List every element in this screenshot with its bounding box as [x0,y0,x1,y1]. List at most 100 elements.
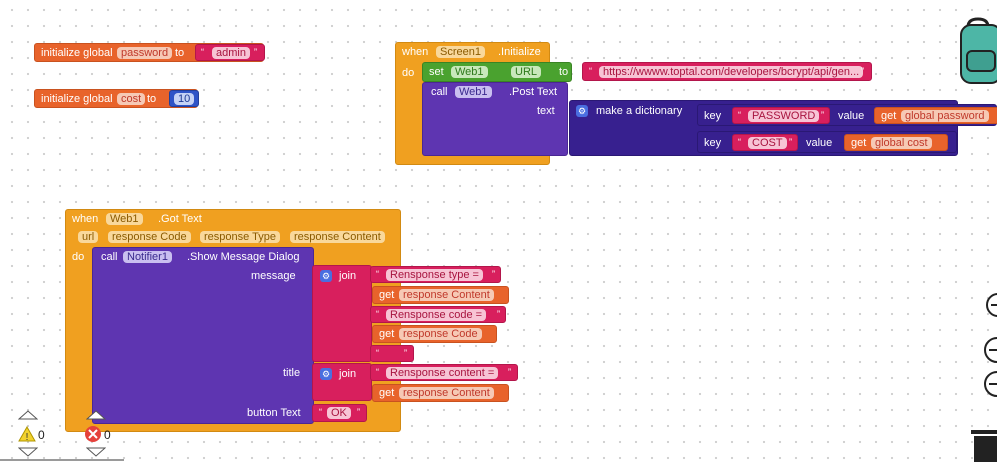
gear-icon[interactable]: ⚙ [320,368,332,380]
event-label: .Got Text [158,213,202,225]
var-dropdown[interactable]: response Code [399,328,482,340]
var-dropdown[interactable]: global cost [871,137,932,149]
call-label: call [431,86,448,98]
down-arrow-icon[interactable] [86,447,106,457]
web1-dropdown[interactable]: Web1 [451,66,488,78]
method-label: .Show Message Dialog [187,251,300,263]
url-property-dropdown[interactable]: URL [511,66,542,78]
errors-count: 0 [104,428,111,442]
set-label: set [429,66,444,78]
do-label: do [72,251,85,263]
error-icon [85,426,101,442]
recenter-icon[interactable] [985,292,997,318]
text-block-response-content[interactable]: “ Rensponse content = ” [370,364,518,381]
get-label: get [379,328,395,340]
number-value[interactable]: 10 [174,93,195,105]
param-response-content[interactable]: response Content [290,231,385,243]
get-response-content-block[interactable]: get response Content [372,286,509,304]
global-name-password[interactable]: password [117,47,173,59]
gear-icon[interactable]: ⚙ [576,105,588,117]
when-label: when [72,213,99,225]
up-arrow-icon[interactable] [18,410,38,420]
var-dropdown[interactable]: response Content [399,289,494,301]
get-label: get [379,289,395,301]
to-label: to [175,47,185,59]
value-label: value [838,110,865,122]
value-label: value [806,137,833,149]
zoom-out-icon[interactable] [983,370,997,398]
key-text-password[interactable]: PASSWORD [748,110,820,122]
make-dictionary-label: make a dictionary [596,105,683,117]
text-block-empty[interactable]: “ ” [370,345,414,362]
param-url[interactable]: url [78,231,99,243]
warning-icon: ! [18,426,36,442]
errors-indicator[interactable]: 0 [84,410,124,458]
var-dropdown[interactable]: response Content [399,387,494,399]
do-label: do [402,67,415,79]
get-response-code-block[interactable]: get response Code [372,325,497,343]
text-block-response-code[interactable]: “ Rensponse code = ” [370,306,506,323]
text-block-response-type[interactable]: “ Rensponse type = ” [370,266,501,283]
url-text-value[interactable]: https://wwww.toptal.com/developers/bcryp… [599,66,864,78]
when-label: when [402,46,429,58]
trash-icon[interactable] [969,428,997,462]
screen1-dropdown[interactable]: Screen1 [436,46,485,58]
key-text-block[interactable]: “ PASSWORD ” [732,107,830,124]
text-value[interactable]: Rensponse code = [386,309,487,321]
set-web1-url-block[interactable]: set Web1 URL to [422,62,572,82]
text-block-admin[interactable]: “ admin ” [195,44,265,61]
url-text-block[interactable]: “ https://wwww.toptal.com/developers/bcr… [582,62,872,81]
call-web1-post-text-block[interactable]: call Web1 .Post Text text [422,82,568,156]
text-block-ok[interactable]: “ OK ” [312,404,367,422]
global-name-cost[interactable]: cost [117,93,146,105]
key-label: key [704,110,722,122]
param-response-type[interactable]: response Type [200,231,280,243]
to-label: to [147,93,157,105]
init-global-label: initialize global [41,47,113,59]
zoom-in-icon[interactable] [983,336,997,364]
up-arrow-icon[interactable] [86,410,106,420]
pair-block-password[interactable]: key “ PASSWORD ” value get global passwo… [697,104,997,126]
to-label: to [559,66,569,78]
call-notifier-show-dialog-block[interactable]: call Notifier1 .Show Message Dialog mess… [92,247,314,424]
init-global-password-block[interactable]: initialize global password to “ admin ” [34,43,265,62]
get-label: get [881,110,897,122]
get-label: get [379,387,395,399]
var-dropdown[interactable]: global password [901,110,989,122]
join-message-block[interactable]: ⚙ join [312,265,372,362]
call-label: call [101,251,118,263]
notifier1-dropdown[interactable]: Notifier1 [123,251,172,263]
text-value-admin[interactable]: admin [212,47,250,59]
button-text-param-label: button Text [247,407,301,419]
key-label: key [704,137,722,149]
init-global-cost-block[interactable]: initialize global cost to 10 [34,89,199,108]
pair-block-cost[interactable]: key “ COST ” value get global cost [697,131,957,153]
event-label: .Initialize [498,46,541,58]
down-arrow-icon[interactable] [18,447,38,457]
get-response-content-block[interactable]: get response Content [372,384,509,402]
key-text-cost[interactable]: COST [748,137,787,149]
backpack-icon[interactable] [958,15,997,85]
web1-dropdown[interactable]: Web1 [455,86,492,98]
init-global-label: initialize global [41,93,113,105]
join-title-block[interactable]: ⚙ join [312,363,372,401]
text-value[interactable]: Rensponse type = [386,269,483,281]
svg-text:!: ! [26,432,29,442]
join-label: join [339,270,357,282]
warnings-indicator[interactable]: ! 0 [16,410,56,458]
param-response-code[interactable]: response Code [108,231,191,243]
web1-dropdown[interactable]: Web1 [106,213,143,225]
message-param-label: message [251,270,296,282]
gear-icon[interactable]: ⚙ [320,270,332,282]
text-value[interactable]: Rensponse content = [386,367,499,379]
get-global-password-block[interactable]: get global password [874,107,997,124]
bottom-divider [0,459,124,461]
number-block-10[interactable]: 10 [169,90,199,107]
method-label: .Post Text [509,86,558,98]
warnings-count: 0 [38,428,45,442]
key-text-block[interactable]: “ COST ” [732,134,798,151]
text-value-ok[interactable]: OK [327,407,351,419]
title-param-label: title [283,367,301,379]
join-label: join [339,368,357,380]
get-global-cost-block[interactable]: get global cost [844,134,948,151]
